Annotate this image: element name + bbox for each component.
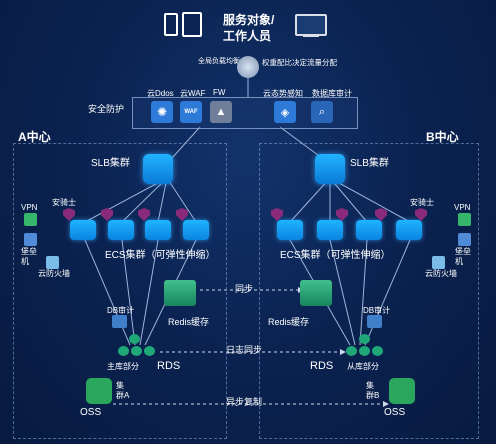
ecs-a-node-3: [145, 220, 171, 240]
oss-b-icon: [389, 378, 415, 404]
firewall-icon: ▲: [210, 101, 232, 123]
phone-icon: [164, 13, 178, 36]
security-item-situation: 云态势感知: [263, 89, 303, 98]
slb-a-label: SLB集群: [91, 158, 130, 169]
monitor-icon: [295, 14, 327, 36]
lb-label-right: 权重配比决定流量分配: [262, 58, 337, 67]
ecs-b-label: ECS集群（可弹性伸缩）: [280, 250, 391, 261]
db-audit-a-label: DB审计: [107, 306, 135, 315]
waf-icon: WAF: [180, 101, 202, 123]
guard-b-shield-3: [375, 208, 387, 221]
center-b-box: [259, 143, 479, 439]
master-label: 主库部分: [107, 362, 139, 371]
guard-a-label: 安骑士: [52, 198, 76, 207]
db-audit-a-icon: [112, 315, 127, 328]
async-replication-label: 异步复制: [226, 397, 263, 407]
ecs-b-node-2: [317, 220, 343, 240]
vpn-b-icon: [458, 213, 471, 226]
guard-b-shield-1: [271, 208, 283, 221]
guard-b-shield-2: [336, 208, 348, 221]
cluster-b-label: 集群B: [366, 381, 380, 400]
guard-b-shield-4: [415, 208, 427, 221]
redis-b-label: Redis缓存: [268, 317, 310, 327]
vpn-a-label: VPN: [21, 203, 38, 212]
guard-a-shield-3: [138, 208, 150, 221]
slave-label: 从库部分: [347, 362, 379, 371]
ddos-icon: ✺: [151, 101, 173, 123]
security-label: 安全防护: [88, 104, 125, 114]
ecs-b-node-4: [396, 220, 422, 240]
security-item-db-audit: 数据库审计: [312, 89, 352, 98]
monitor-stand: [303, 34, 319, 37]
log-sync-label: 日志同步: [226, 345, 263, 355]
ecs-a-node-1: [70, 220, 96, 240]
redis-a-icon: [164, 280, 196, 306]
rds-a-label: RDS: [157, 360, 181, 372]
situation-awareness-icon: ◈: [274, 101, 296, 123]
bastion-a-label: 堡垒机: [21, 247, 37, 266]
center-a-box: [13, 143, 227, 439]
security-item-waf: 云WAF: [180, 89, 206, 98]
guard-b-label: 安骑士: [410, 198, 434, 207]
load-balancer-icon: [237, 56, 259, 78]
ecs-b-node-1: [277, 220, 303, 240]
oss-a-label: OSS: [80, 407, 102, 418]
db-audit-b-label: DB审计: [363, 306, 391, 315]
guard-a-shield-4: [176, 208, 188, 221]
bastion-a-icon: [24, 233, 37, 246]
guard-a-shield-1: [63, 208, 75, 221]
header-title-line2: 工作人员: [223, 29, 272, 43]
bastion-b-icon: [458, 233, 471, 246]
slb-b-label: SLB集群: [350, 158, 389, 169]
ecs-a-node-4: [183, 220, 209, 240]
ecs-a-node-2: [108, 220, 134, 240]
slb-b-icon: [315, 154, 345, 184]
rds-a-node-1: [129, 334, 140, 344]
redis-a-label: Redis缓存: [168, 317, 210, 327]
cluster-a-label: 集群A: [116, 381, 130, 400]
cloud-fw-a-label: 云防火墙: [38, 269, 70, 278]
rds-b-node-2: [346, 346, 357, 356]
bastion-b-label: 堡垒机: [455, 247, 471, 266]
center-a-title: A中心: [18, 130, 51, 144]
rds-b-node-4: [372, 346, 383, 356]
rds-a-node-3: [131, 346, 142, 356]
guard-a-shield-2: [101, 208, 113, 221]
db-audit-b-icon: [367, 315, 382, 328]
ecs-a-label: ECS集群（可弹性伸缩）: [105, 250, 216, 261]
rds-a-node-4: [144, 346, 155, 356]
oss-a-icon: [86, 378, 112, 404]
slb-a-icon: [143, 154, 173, 184]
center-b-title: B中心: [426, 130, 459, 144]
security-item-ddos: 云Ddos: [147, 89, 174, 98]
cache-sync-label: 同步: [235, 284, 254, 294]
lb-label-left: 全局负载均衡: [198, 58, 240, 65]
oss-b-label: OSS: [384, 407, 406, 418]
rds-a-node-2: [118, 346, 129, 356]
rds-b-node-3: [359, 346, 370, 356]
header-title-line1: 服务对象/: [223, 13, 275, 27]
ecs-b-node-3: [356, 220, 382, 240]
tablet-icon: [182, 12, 202, 37]
db-audit-icon: ⌕: [311, 101, 333, 123]
vpn-a-icon: [24, 213, 37, 226]
cloud-fw-b-label: 云防火墙: [425, 269, 457, 278]
cloud-fw-a-icon: [46, 256, 59, 269]
cloud-fw-b-icon: [432, 256, 445, 269]
rds-b-node-1: [359, 334, 370, 344]
rds-b-label: RDS: [310, 360, 334, 372]
security-item-fw: FW: [213, 88, 226, 97]
redis-b-icon: [300, 280, 332, 306]
vpn-b-label: VPN: [454, 203, 471, 212]
